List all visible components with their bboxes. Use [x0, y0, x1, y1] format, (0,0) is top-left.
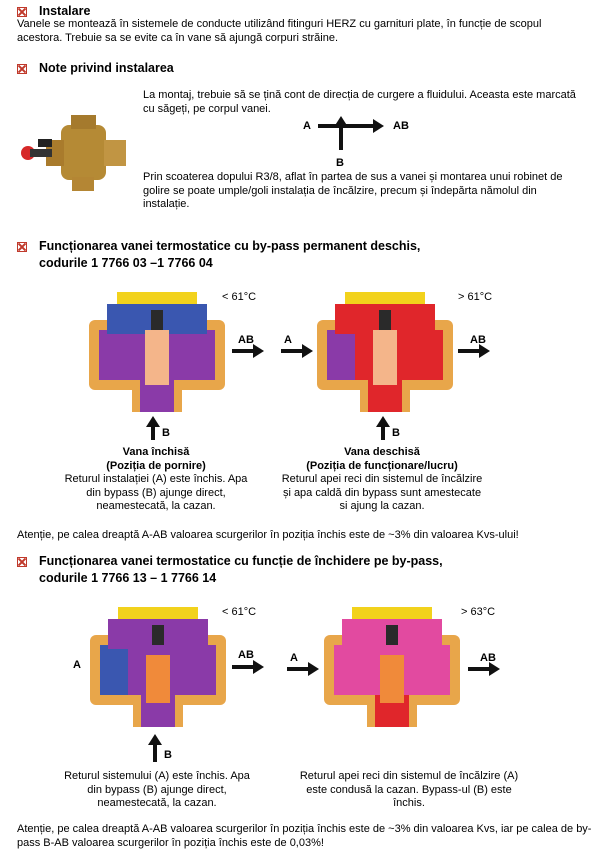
- arrow-label-a: A: [303, 120, 311, 132]
- checkbox-bullet-icon: [17, 7, 27, 17]
- label-b-closed: B: [162, 427, 170, 439]
- section-codes-bypass-open: codurile 1 7766 03 –1 7766 04: [39, 256, 213, 270]
- valve-photo-image: [21, 115, 126, 191]
- note-leakage-2: Atenție, pe calea dreaptă A-AB valoarea …: [17, 823, 592, 849]
- checkbox-bullet-icon: [17, 64, 27, 74]
- flow-arrow-right-icon: [287, 662, 319, 676]
- valve-open-diagram: [317, 292, 453, 412]
- note-leakage-1: Atenție, pe calea dreaptă A-AB valoarea …: [17, 529, 519, 541]
- caption-open: Vana deschisă (Poziția de funcționare/lu…: [280, 446, 484, 514]
- valve-bypass-open-diagram: [90, 607, 226, 727]
- flow-arrow-right-icon: [281, 344, 313, 358]
- flow-arrow-right-icon: [468, 662, 500, 676]
- flow-arrow-up-icon: [148, 734, 162, 762]
- caption-bypass-open-text: Returul sistemului (A) este închis. Apa …: [64, 770, 250, 809]
- label-a-bypass-open: A: [73, 659, 81, 671]
- caption-open-text: Returul apei reci din sistemul de încălz…: [281, 473, 483, 512]
- label-ab-bypass-open: AB: [238, 649, 254, 661]
- flow-arrow-right-icon: [458, 344, 490, 358]
- flow-arrow-up-icon: [334, 116, 348, 150]
- caption-closed-title: Vana închisă: [122, 446, 190, 458]
- label-b-open: B: [392, 427, 400, 439]
- label-a-open: A: [284, 334, 292, 346]
- label-a-bypass-closed: A: [290, 652, 298, 664]
- flow-arrow-up-icon: [146, 416, 160, 440]
- label-ab-bypass-closed: AB: [480, 652, 496, 664]
- valve-bypass-closed-diagram: [324, 607, 460, 727]
- label-b-bypass-open: B: [164, 749, 172, 761]
- checkbox-bullet-icon: [17, 557, 27, 567]
- arrow-label-b: B: [336, 157, 344, 169]
- caption-bypass-closed-text: Returul apei reci din sistemul de încălz…: [299, 770, 519, 809]
- label-ab-closed: AB: [238, 334, 254, 346]
- section-title-note: Note privind instalarea: [39, 61, 174, 75]
- temp-label-bypass-open: < 61°C: [222, 606, 257, 618]
- section-title-bypass-open: Funcționarea vanei termostatice cu by-pa…: [39, 239, 421, 253]
- caption-closed-subtitle: (Poziția de pornire): [106, 459, 206, 472]
- arrow-label-ab: AB: [393, 120, 409, 132]
- section-title-bypass-closing: Funcționarea vanei termostatice cu funcț…: [39, 554, 443, 568]
- label-ab-open: AB: [470, 334, 486, 346]
- temp-label-open: > 61°C: [458, 291, 493, 303]
- valve-closed-diagram: [89, 292, 225, 412]
- drain-plug-text: Prin scoaterea dopului R3/8, aflat în pa…: [143, 171, 563, 210]
- section-title-instalare: Instalare: [39, 4, 91, 18]
- caption-closed-text: Returul instalației (A) este închis. Apa…: [64, 473, 248, 512]
- section-codes-bypass-closing: codurile 1 7766 13 – 1 7766 14: [39, 571, 217, 585]
- caption-open-subtitle: (Poziția de funcționare/lucru): [306, 459, 458, 472]
- section-text-instalare: Vanele se montează în sistemele de condu…: [17, 18, 542, 44]
- caption-closed: Vana închisă (Poziția de pornire) Returu…: [56, 446, 256, 514]
- flow-arrow-up-icon: [376, 416, 390, 440]
- flow-arrow-right-icon: [232, 344, 264, 358]
- flow-arrow-right-icon: [232, 660, 264, 674]
- caption-open-title: Vana deschisă: [344, 446, 420, 458]
- install-direction-text: La montaj, trebuie să se țină cont de di…: [143, 89, 576, 115]
- temp-label-closed: < 61°C: [222, 291, 257, 303]
- checkbox-bullet-icon: [17, 242, 27, 252]
- temp-label-bypass-closed: > 63°C: [461, 606, 496, 618]
